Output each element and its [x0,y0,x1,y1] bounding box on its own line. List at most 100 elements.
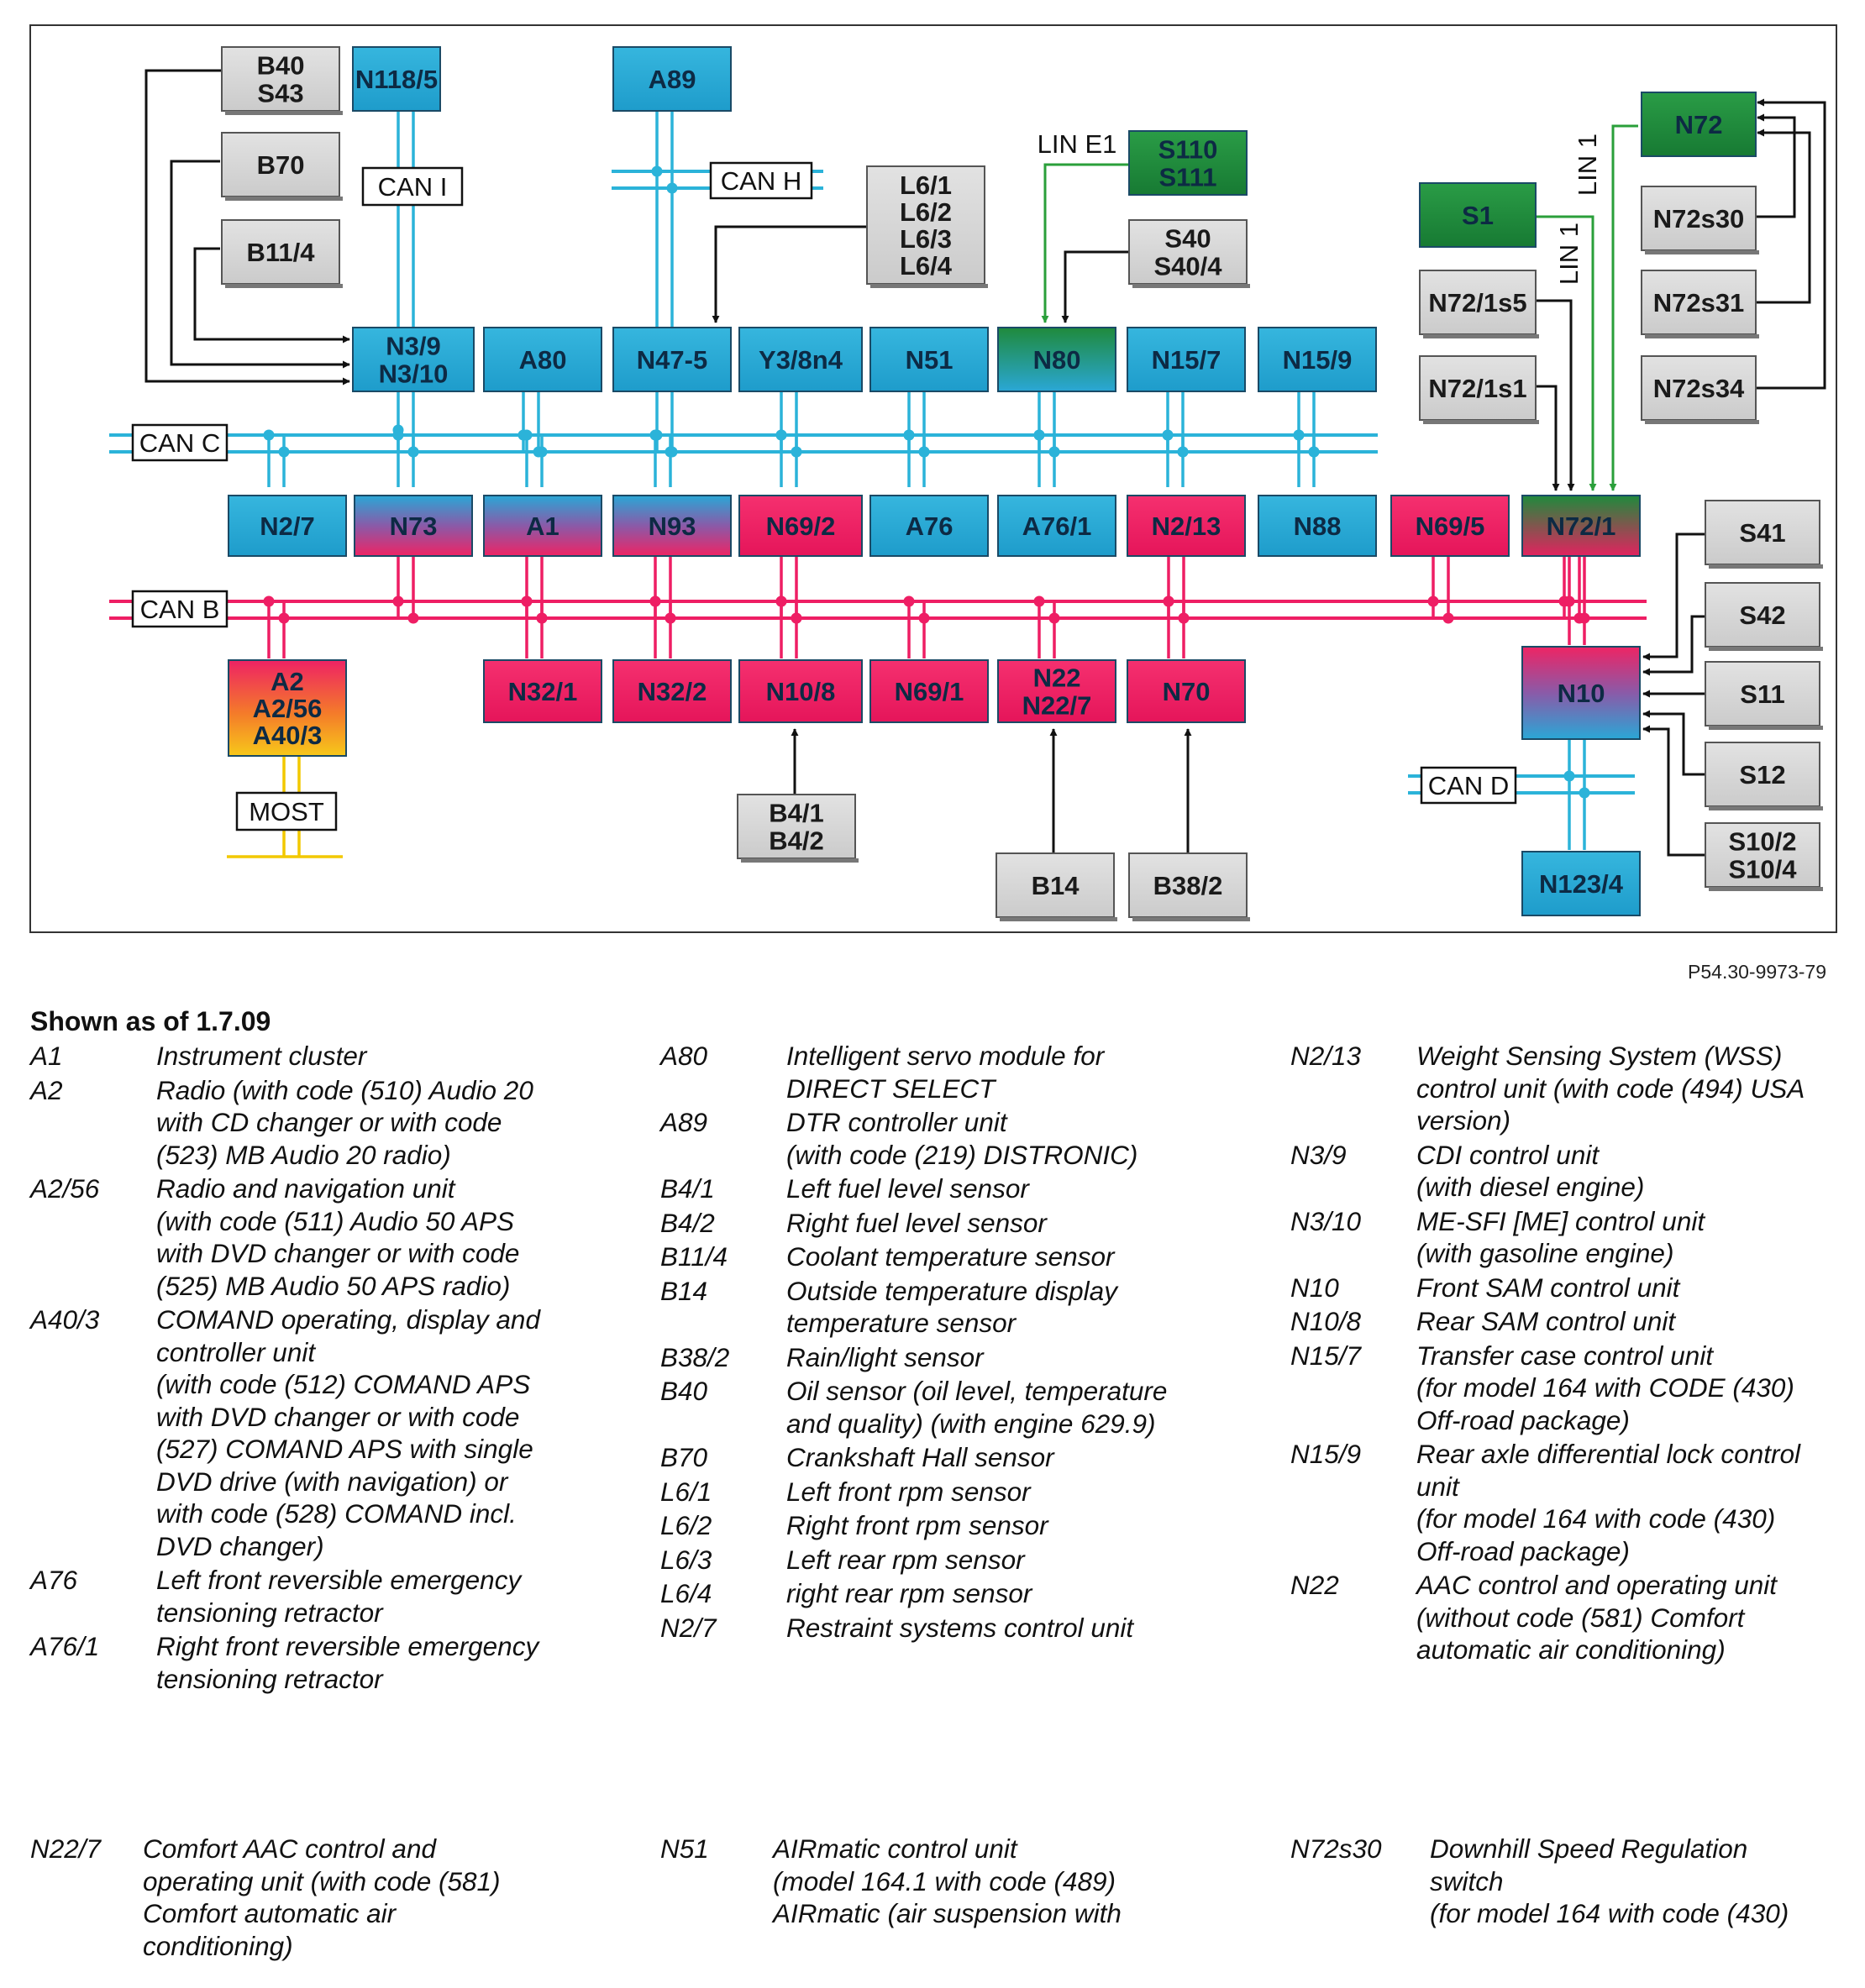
module-label: A76 [906,511,954,541]
module-box [1419,182,1537,248]
module-label: B40 [257,51,305,81]
bus-junction [1162,429,1174,441]
module-box [1258,327,1377,392]
module-label: N3/10 [379,359,449,389]
module-n47-5: N47-5 [612,327,732,392]
legend-code: N15/7 [1290,1340,1362,1371]
s42-signal [1642,615,1705,676]
s41-signal [1642,532,1705,661]
legend-description: Transfer case control unit (for model 16… [1416,1340,1794,1435]
module-box [612,327,732,392]
box-shadow [1423,420,1539,424]
bus-junction [649,595,661,607]
module-label: L6/4 [900,251,953,281]
module-box [1641,92,1757,157]
figure-id: P54.30-9973-79 [1688,961,1826,983]
legend-description: Restraint systems control unit [786,1612,1134,1643]
module-label: N2/7 [260,511,314,541]
bus-label-text: MOST [249,797,324,826]
legend-code: A1 [30,1041,63,1071]
module-label: N51 [906,345,954,375]
module-label: S111 [1159,163,1217,192]
module-box [221,46,340,112]
module-label: B70 [257,150,305,180]
bus-junction [1427,595,1439,607]
module-label: A2/56 [253,694,323,723]
bus-junction [1163,595,1174,607]
module-n15-7: N15/7 [1127,327,1246,392]
module-n123-4: N123/4 [1521,851,1641,916]
module-label: A76/1 [1022,511,1092,541]
module-box [997,659,1116,723]
module-box [997,495,1116,557]
module-n69-2: N69/2 [738,495,863,557]
module-box [1127,327,1246,392]
legend-code: N72s30 [1290,1833,1382,1864]
legend-code: L6/2 [660,1510,712,1540]
module-a76: A76 [869,495,989,557]
module-box [1390,495,1510,557]
module-s11: S11 [1705,661,1823,730]
module-label: N80 [1033,345,1081,375]
module-box [738,495,863,557]
module-label: S11 [1740,679,1784,709]
module-n10: N10 [1521,646,1641,740]
legend-code: A2/56 [30,1173,100,1204]
module-label: N32/1 [508,677,578,706]
bus-junction [536,612,548,624]
module-n15-9: N15/9 [1258,327,1377,392]
bus-label-box [131,423,229,462]
module-box [483,495,602,557]
module-n32-1: N32/1 [483,659,602,723]
module-n72s34: N72s34 [1641,355,1759,424]
bus-junction [791,446,802,458]
bus-label-can-h: CAN H [709,161,813,200]
n72-1s1-signal [1536,385,1560,491]
legend-description: COMAND operating, display and controller… [156,1304,540,1561]
module-a1: A1 [483,495,602,557]
legend-code: B38/2 [660,1341,730,1372]
l6-signal [712,225,867,323]
bus-junction [1579,787,1590,799]
legend-code: N3/10 [1290,1205,1362,1236]
module-label: B11/4 [246,238,315,267]
module-label: N73 [390,511,438,541]
lin-label: LIN 1 [1554,223,1584,285]
lin-1-n72-line [1609,124,1638,491]
module-box [1705,500,1820,565]
module-label: N70 [1163,677,1211,706]
module-label: N2/13 [1152,511,1221,541]
module-box [1641,355,1757,421]
legend-description: Left front reversible emergency tensioni… [156,1565,522,1628]
bus-label-text: CAN B [140,595,220,624]
legend-code: A80 [660,1041,708,1071]
n72-1s5-signal [1536,299,1575,491]
bus-junction [918,446,930,458]
module-n69-5: N69/5 [1390,495,1510,557]
module-label: N69/2 [766,511,836,541]
module-label: N69/5 [1416,511,1485,541]
module-label: N72s34 [1653,374,1745,403]
box-shadow [225,111,343,115]
module-n2-7: N2/7 [228,495,347,557]
legend-code: N22 [1290,1570,1339,1600]
module-box [483,327,602,392]
bus-label-text: CAN H [721,166,801,196]
legend-code: N3/9 [1290,1139,1347,1170]
module-label: A1 [526,511,560,541]
bus-junction [1563,770,1575,782]
